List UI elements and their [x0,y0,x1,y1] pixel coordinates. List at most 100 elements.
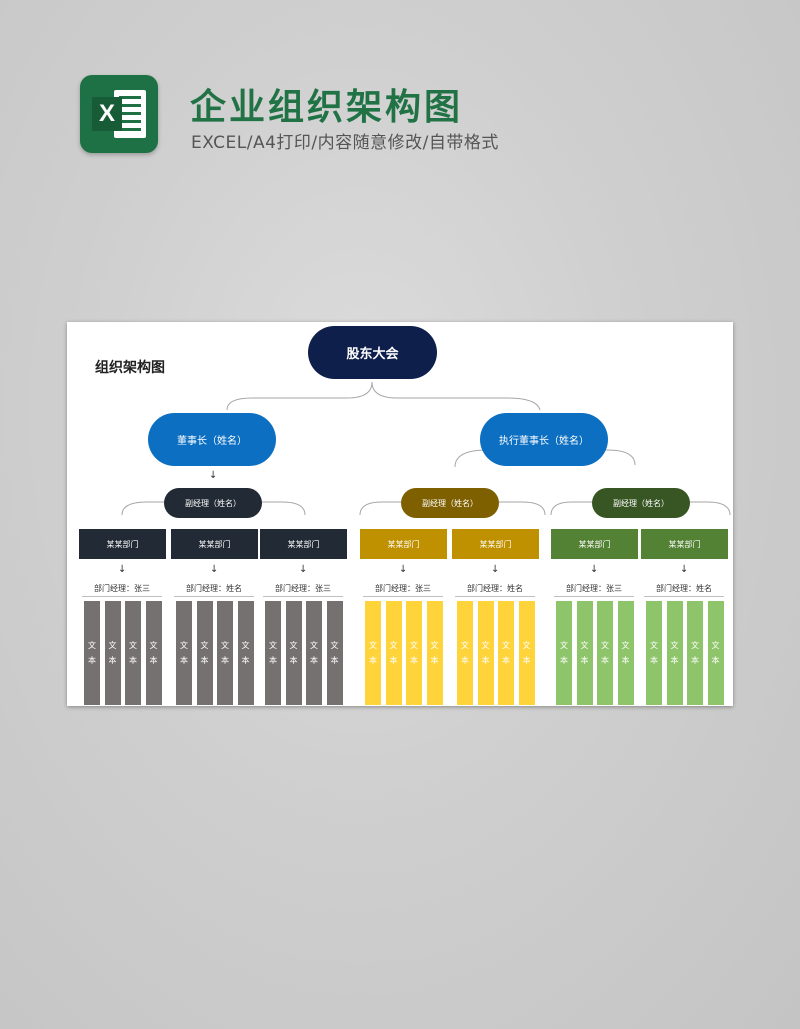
manager-underline [644,596,724,597]
column-text: 文 [502,641,510,650]
column-text: 本 [502,656,510,665]
root-node: 股东大会 [308,326,437,379]
column-text: 文 [560,641,568,650]
text-column: 文本 [145,601,162,705]
text-column: 文本 [576,601,593,705]
arrow-down-icon: ↓ [118,564,127,575]
column-text: 本 [149,656,158,665]
text-column: 文本 [217,601,233,705]
exec-chairman-node: 执行董事长（姓名） [480,413,608,466]
column-text: 文 [389,641,398,650]
text-column: 文本 [477,601,494,705]
dept-manager-label: 部门经理：姓名 [656,584,712,593]
dept-node: 某某部门 [171,529,258,559]
column-text: 本 [200,656,209,665]
text-column: 文本 [518,601,535,705]
dept-manager-label: 部门经理：姓名 [467,584,523,593]
column-text: 本 [650,656,658,665]
dept-node: 某某部门 [79,529,166,559]
vp-node-right: 副经理（姓名） [592,488,690,518]
column-text: 本 [289,656,298,665]
text-column: 文本 [196,601,213,705]
column-text: 文 [461,641,469,650]
column-text: 文 [129,641,137,650]
text-column: 文本 [237,601,254,705]
arrow-down-icon: ↓ [680,564,689,575]
chart-title: 组织架构图 [95,360,165,376]
column-text: 本 [522,656,531,665]
text-column: 文本 [617,601,634,705]
column-text: 本 [330,656,339,665]
text-column: 文本 [556,601,572,705]
column-text: 本 [129,656,137,665]
text-column: 文本 [457,601,473,705]
text-column: 文本 [646,601,662,705]
text-column: 文本 [306,601,322,705]
excel-x-badge: X [92,97,122,131]
text-column: 文本 [104,601,121,705]
column-text: 文 [711,641,720,650]
column-text: 本 [670,656,679,665]
arrow-down-icon: ↓ [210,564,219,575]
manager-underline [82,596,162,597]
column-text: 本 [560,656,568,665]
column-text: 文 [289,641,298,650]
dept-manager-label: 部门经理：张三 [566,584,622,593]
column-text: 本 [691,656,699,665]
text-column: 文本 [498,601,514,705]
text-column: 文本 [84,601,100,705]
column-text: 本 [310,656,318,665]
column-text: 文 [310,641,318,650]
column-text: 文 [621,641,630,650]
text-column: 文本 [326,601,343,705]
column-text: 文 [88,641,96,650]
column-text: 本 [389,656,398,665]
column-text: 本 [481,656,490,665]
text-column: 文本 [426,601,443,705]
manager-underline [263,596,343,597]
excel-logo-icon: X [80,75,158,153]
column-text: 文 [241,641,250,650]
manager-underline [363,596,443,597]
text-column: 文本 [666,601,683,705]
arrow-down-icon: ↓ [299,564,308,575]
column-text: 本 [601,656,609,665]
org-chart-card: 组织架构图 股东大会董事长（姓名）执行董事长（姓名）↓副经理（姓名）副经理（姓名… [67,322,733,706]
column-text: 文 [180,641,188,650]
dept-manager-label: 部门经理：张三 [275,584,331,593]
dept-node: 某某部门 [452,529,539,559]
column-text: 本 [269,656,277,665]
text-column: 文本 [365,601,381,705]
column-text: 本 [241,656,250,665]
column-text: 文 [369,641,377,650]
column-text: 文 [108,641,117,650]
text-column: 文本 [265,601,281,705]
column-text: 本 [711,656,720,665]
dept-node: 某某部门 [641,529,728,559]
arrow-down-icon: ↓ [590,564,599,575]
text-column: 文本 [597,601,613,705]
text-column: 文本 [707,601,724,705]
manager-underline [174,596,254,597]
column-text: 本 [180,656,188,665]
column-text: 本 [430,656,439,665]
dept-manager-label: 部门经理：张三 [375,584,431,593]
column-text: 本 [369,656,377,665]
column-text: 文 [269,641,277,650]
vp-node-left: 副经理（姓名） [164,488,262,518]
text-column: 文本 [687,601,703,705]
manager-underline [554,596,634,597]
column-text: 本 [108,656,117,665]
column-text: 本 [410,656,418,665]
column-text: 文 [691,641,699,650]
column-text: 文 [410,641,418,650]
page-title: 企业组织架构图 [190,87,464,128]
text-column: 文本 [385,601,402,705]
column-text: 文 [522,641,531,650]
dept-node: 某某部门 [360,529,447,559]
dept-node: 某某部门 [551,529,638,559]
column-text: 本 [461,656,469,665]
column-text: 文 [149,641,158,650]
column-text: 文 [601,641,609,650]
arrow-down-icon: ↓ [209,470,218,481]
